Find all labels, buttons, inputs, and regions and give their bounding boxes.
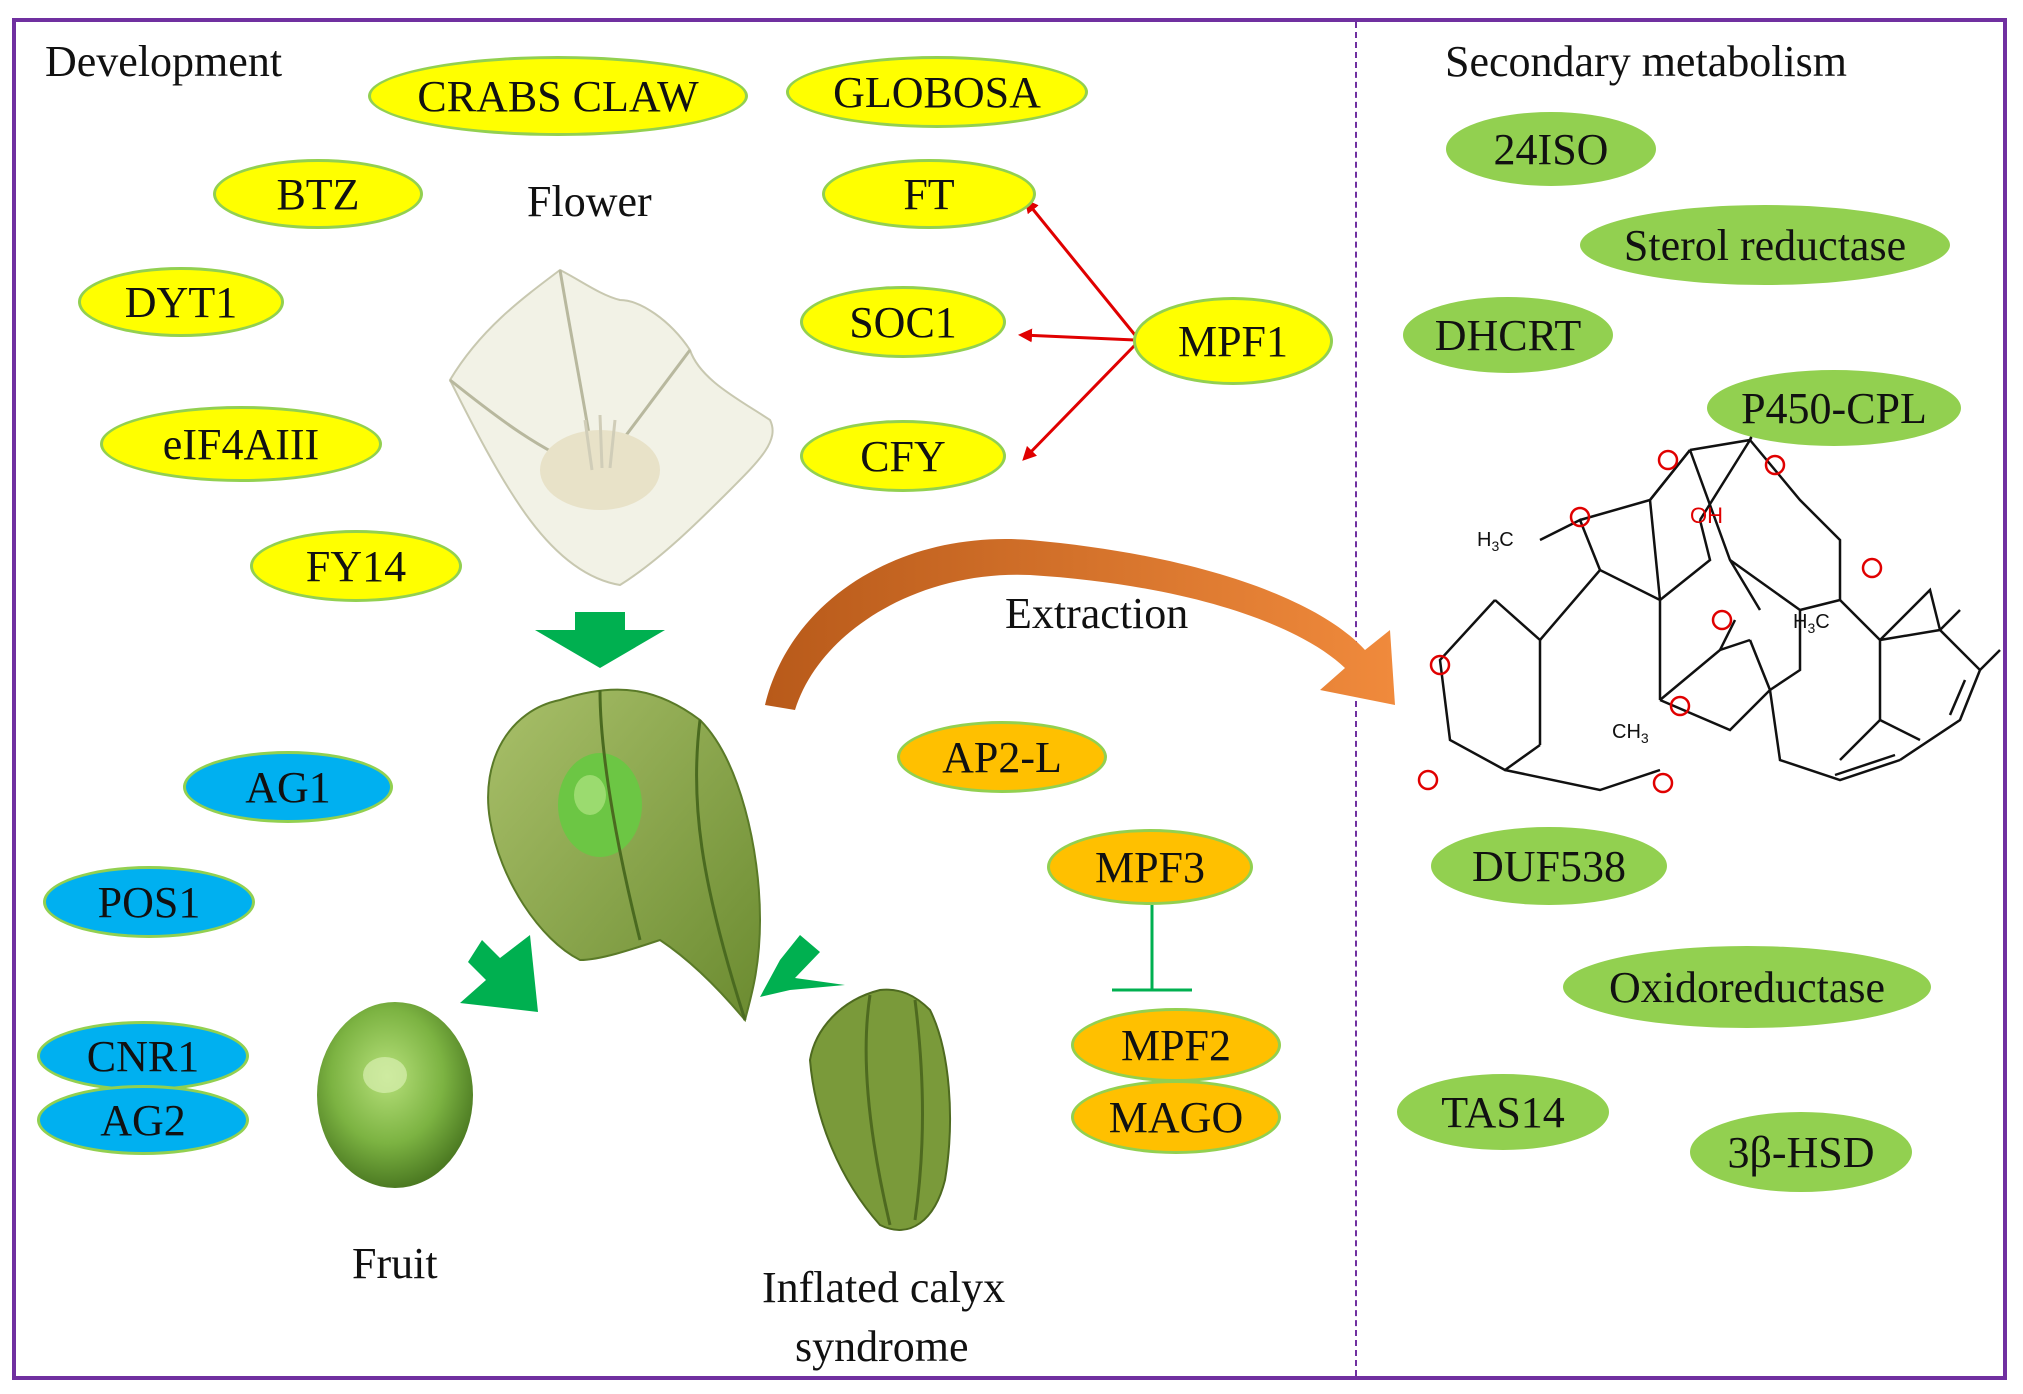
gene-24iso: 24ISO [1446, 112, 1656, 186]
gene-ap2-l: AP2-L [897, 721, 1107, 793]
gene-dyt1: DYT1 [78, 267, 284, 337]
molecule-methyl-1: H3C [1477, 529, 1514, 554]
gene-crabs-claw: CRABS CLAW [368, 56, 748, 136]
figure-frame [12, 18, 2007, 1380]
gene-eif4aiii: eIF4AIII [100, 406, 382, 482]
gene-pos1: POS1 [43, 866, 255, 938]
gene-mpf3: MPF3 [1047, 829, 1253, 905]
gene-cnr1: CNR1 [37, 1021, 249, 1091]
gene-ag2: AG2 [37, 1085, 249, 1155]
gene-fy14: FY14 [250, 530, 462, 602]
fruit-label: Fruit [352, 1239, 438, 1288]
extraction-label: Extraction [1005, 589, 1189, 638]
molecule-methyl-2: H3C [1793, 611, 1830, 636]
gene-duf538: DUF538 [1431, 827, 1667, 905]
section-divider [1355, 22, 1357, 1376]
gene-ag1: AG1 [183, 751, 393, 823]
gene-p450-cpl: P450-CPL [1707, 370, 1961, 446]
inflated-calyx-label-line2: syndrome [795, 1322, 969, 1371]
gene-globosa: GLOBOSA [786, 56, 1088, 128]
molecule-methyl-3: CH3 [1612, 721, 1649, 746]
gene-tas14: TAS14 [1397, 1074, 1609, 1150]
gene-sterol-reductase: Sterol reductase [1580, 205, 1950, 285]
gene-dhcrt: DHCRT [1403, 297, 1613, 373]
gene-cfy: CFY [800, 420, 1006, 492]
inflated-calyx-label-line1: Inflated calyx [762, 1263, 1006, 1312]
molecule-hydroxyl: OH [1690, 503, 1723, 528]
gene-soc1: SOC1 [800, 286, 1006, 358]
gene-3beta-hsd: 3β-HSD [1690, 1112, 1912, 1192]
secondary-metabolism-title: Secondary metabolism [1445, 37, 1848, 86]
gene-mpf1: MPF1 [1133, 297, 1333, 385]
gene-oxidoreductase: Oxidoreductase [1563, 946, 1931, 1028]
development-title: Development [45, 37, 283, 86]
gene-ft: FT [822, 159, 1036, 229]
gene-btz: BTZ [213, 159, 423, 229]
gene-mago: MAGO [1071, 1080, 1281, 1154]
gene-mpf2: MPF2 [1071, 1008, 1281, 1082]
flower-label: Flower [527, 177, 652, 226]
